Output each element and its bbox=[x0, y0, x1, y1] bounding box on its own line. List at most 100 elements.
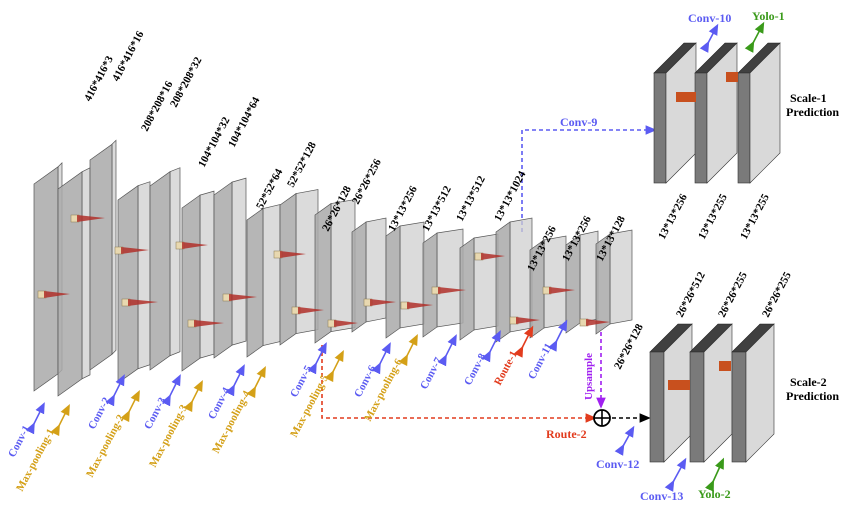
layer-back-face bbox=[137, 181, 151, 370]
op-label: Conv-1 bbox=[6, 424, 33, 460]
scale1-dim-label: 13*13*255 bbox=[738, 192, 772, 242]
layer-back-face bbox=[365, 217, 387, 323]
feature-map-layer bbox=[385, 221, 425, 339]
layer-back-face bbox=[262, 204, 281, 347]
yolo1-arrow bbox=[744, 21, 765, 53]
conv13-label: Conv-13 bbox=[640, 489, 683, 503]
op-label: Conv-11 bbox=[526, 341, 555, 381]
op-arrow bbox=[225, 364, 245, 397]
kernel-cone bbox=[44, 291, 70, 298]
op-arrow bbox=[246, 366, 266, 399]
kernel-cone bbox=[586, 319, 610, 326]
layer-back-face bbox=[473, 233, 499, 331]
conv12-label: Conv-12 bbox=[596, 457, 639, 471]
conv10-label: Conv-10 bbox=[688, 11, 731, 25]
kernel-cone bbox=[516, 317, 540, 324]
kernel-cone bbox=[407, 302, 433, 309]
pred-left bbox=[737, 72, 751, 184]
feature-map-layer bbox=[117, 181, 151, 384]
op-arrow bbox=[437, 334, 457, 367]
feature-map-layer bbox=[89, 139, 117, 371]
feature-map-layer bbox=[351, 217, 387, 333]
op-label-group: Max-pooling-2 bbox=[84, 390, 140, 479]
pred-face bbox=[749, 42, 781, 184]
op-label-group: Conv-7 bbox=[418, 334, 457, 391]
scale2-title-line2: Prediction bbox=[786, 389, 839, 403]
anchor-box bbox=[726, 72, 738, 82]
kernel-cone bbox=[438, 287, 466, 294]
op-label: Conv-7 bbox=[418, 355, 445, 391]
dim-label: 416*416*16 bbox=[110, 29, 147, 84]
kernel-cone bbox=[481, 253, 505, 260]
scale1-dim-label: 13*13*255 bbox=[696, 192, 730, 242]
scale2-dim-label: 26*26*255 bbox=[716, 270, 750, 320]
upsample-label: Upsample bbox=[583, 353, 595, 400]
feature-map-layer bbox=[459, 233, 499, 341]
yolo2-arrow bbox=[704, 457, 724, 492]
anchor-box bbox=[668, 380, 690, 390]
layer-back-face bbox=[579, 230, 599, 324]
kernel-cone bbox=[298, 307, 324, 314]
layer-back-face bbox=[169, 167, 181, 357]
op-arrow bbox=[50, 404, 70, 437]
prediction-block bbox=[649, 323, 693, 463]
layer-back-face bbox=[436, 228, 464, 328]
scale2-dim-label: 26*26*512 bbox=[674, 270, 708, 320]
pred-left bbox=[731, 351, 747, 463]
dim-label: 208*208*32 bbox=[168, 55, 205, 110]
dim-label: 13*13*1024 bbox=[492, 169, 529, 224]
layer-front-face bbox=[459, 237, 475, 341]
layer-front-face bbox=[385, 225, 401, 339]
prediction-block bbox=[731, 323, 775, 463]
scale1-dim-label: 13*13*256 bbox=[656, 192, 690, 242]
scale1-title-line1: Scale-1 bbox=[790, 91, 827, 105]
op-arrow bbox=[547, 319, 568, 352]
kernel-cone bbox=[194, 320, 224, 327]
pred-left bbox=[694, 72, 708, 184]
feature-map-layer bbox=[595, 229, 633, 335]
scale2-title-line1: Scale-2 bbox=[790, 375, 827, 389]
layer-front-face bbox=[213, 181, 233, 359]
conv12-arrow bbox=[614, 425, 635, 456]
layer-front-face bbox=[314, 202, 332, 344]
layer-front-face bbox=[495, 221, 511, 343]
feature-map-layer bbox=[57, 167, 91, 397]
layer-front-face bbox=[89, 143, 113, 371]
op-arrow bbox=[398, 334, 418, 367]
feature-map-layer bbox=[246, 204, 281, 358]
kernel-cone bbox=[128, 299, 158, 306]
kernel-cone bbox=[549, 287, 575, 294]
feature-map-layer bbox=[529, 235, 567, 339]
layer-front-face bbox=[181, 194, 201, 372]
op-arrow bbox=[25, 402, 45, 435]
anchor-box bbox=[676, 92, 696, 102]
prediction-block bbox=[694, 42, 738, 184]
layer-front-face bbox=[33, 166, 59, 392]
op-arrow bbox=[371, 342, 391, 375]
conv9-connector bbox=[521, 125, 657, 232]
feature-map-layer bbox=[181, 190, 215, 372]
scale2-dim-label: 26*26*255 bbox=[760, 270, 794, 320]
yolo1-label: Yolo-1 bbox=[752, 9, 785, 23]
feature-map-layer bbox=[422, 228, 464, 338]
anchor-box bbox=[719, 361, 731, 371]
pred-face bbox=[745, 323, 775, 463]
layer-back-face bbox=[81, 167, 91, 380]
op-arrow bbox=[513, 325, 534, 358]
layer-front-face bbox=[149, 171, 171, 371]
layer-front-face bbox=[246, 207, 264, 358]
layer-back-face bbox=[231, 177, 247, 346]
dim-label: 26*26*256 bbox=[350, 157, 384, 207]
feature-map-layer bbox=[149, 167, 181, 371]
layer-front-face bbox=[57, 171, 83, 397]
op-arrow bbox=[481, 330, 501, 363]
feature-map-layer bbox=[565, 230, 599, 334]
prediction-block bbox=[737, 42, 781, 184]
dim-label: 208*208*16 bbox=[139, 79, 176, 134]
layer-front-face bbox=[279, 192, 297, 346]
layer-front-face bbox=[351, 221, 367, 333]
layer-front-face bbox=[422, 232, 438, 338]
op-arrow bbox=[307, 342, 327, 375]
pred-left bbox=[649, 351, 665, 463]
conv9-label: Conv-9 bbox=[560, 115, 597, 129]
